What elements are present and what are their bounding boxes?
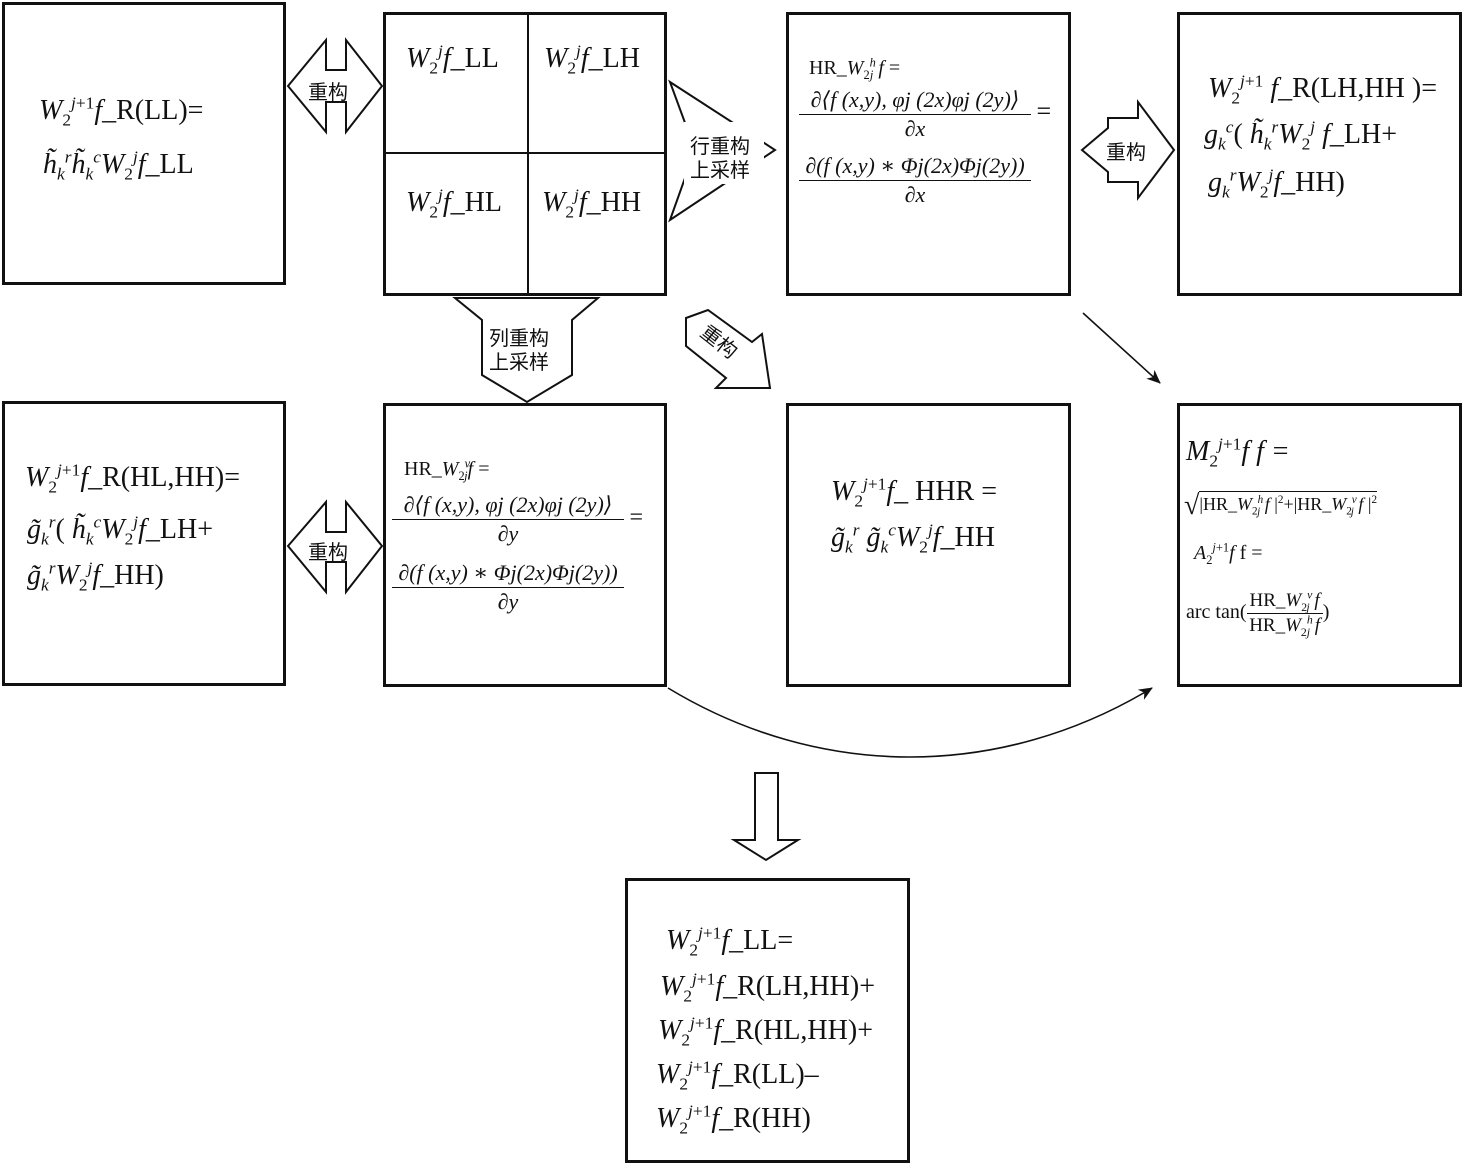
double-arrow-reconstruct-hlhh — [286, 499, 384, 595]
hhr-line2: g̃kr g̃kcW2jf_HH — [831, 520, 995, 557]
down-arrow-final — [730, 772, 802, 862]
angle-line: A2j+1f f = — [1194, 540, 1263, 567]
hr-h-fraction-bottom: ∂(f (x,y) ∗ Φj(2x)Φj(2y))∂x — [799, 153, 1031, 208]
hr-h-fraction-top: ∂⟨f (x,y), φj (2x)φj (2y)⟩∂x = — [799, 87, 1051, 142]
final-line3: W2j+1f_R(HL,HH)+ — [658, 1013, 873, 1050]
r-lhhh-line3: gkrW2jf_HH) — [1208, 165, 1345, 202]
connector-to-magnitude — [1082, 312, 1161, 384]
arrow-label-column-upsample: 上采样 — [489, 350, 549, 374]
arrow-label-reconstruct-hlhh: 重构 — [308, 540, 348, 564]
r-hlhh-line3: g̃krW2jf_HH) — [27, 558, 164, 595]
arrow-label-column-reconstruct: 列重构 — [489, 326, 549, 350]
hhr-line1: W2j+1f_ HHR = — [831, 474, 998, 511]
final-line2: W2j+1f_R(LH,HH)+ — [660, 969, 875, 1006]
double-arrow-reconstruct-lhhh — [1080, 99, 1176, 201]
hr-v-fraction-bottom: ∂(f (x,y) ∗ Φj(2x)Φj(2y))∂y — [392, 560, 624, 615]
chevron-row-reconstruct — [668, 79, 777, 223]
magnitude-angle-box: M2j+1f f = √|HR_W2hj f |2+|HR_W2vj f |2 … — [1177, 403, 1462, 687]
magnitude-line: M2j+1f f = — [1186, 434, 1290, 471]
reconstruct-lhhh-box: W2j+1 f_R(LH,HH )= gkc( h̃krW2j f_LH+ gk… — [1177, 12, 1462, 296]
quadrant-ll: W2jf_LL — [406, 41, 499, 78]
horizontal-gradient-box: HR_W2hj f = ∂⟨f (x,y), φj (2x)φj (2y)⟩∂x… — [786, 12, 1071, 296]
r-hlhh-line2: g̃kr( h̃kcW2jf_LH+ — [27, 512, 213, 549]
subband-quadrant-box: W2jf_LL W2jf_LH W2jf_HL W2jf_HH — [383, 12, 667, 296]
hr-v-fraction-top: ∂⟨f (x,y), φj (2x)φj (2y)⟩∂y = — [392, 492, 643, 547]
final-line5: W2j+1f_R(HH) — [656, 1101, 811, 1138]
hr-h-title: HR_W2hj f = — [809, 55, 901, 82]
final-ll-box: W2j+1f_LL= W2j+1f_R(LH,HH)+ W2j+1f_R(HL,… — [625, 878, 910, 1163]
arrow-label-reconstruct-ll: 重构 — [308, 80, 348, 104]
curved-connector-to-magnitude — [667, 687, 1153, 758]
arrow-label-row-reconstruct: 行重构 — [690, 134, 750, 158]
diagonal-arrow-reconstruct-hh — [685, 308, 772, 389]
final-line4: W2j+1f_R(LL)– — [656, 1057, 819, 1094]
quadrant-hl: W2jf_HL — [406, 185, 502, 222]
r-lhhh-line1: W2j+1 f_R(LH,HH )= — [1208, 71, 1437, 108]
r-lhhh-line2: gkc( h̃krW2j f_LH+ — [1204, 117, 1397, 154]
r-ll-formula: W2j+1f_R(LL)= — [39, 93, 204, 130]
double-arrow-reconstruct-ll — [286, 37, 384, 135]
final-line1: W2j+1f_LL= — [666, 923, 794, 960]
arrow-label-row-upsample: 上采样 — [690, 158, 750, 182]
quadrant-lh: W2jf_LH — [544, 41, 640, 78]
vertical-gradient-box: HR_W2vjf = ∂⟨f (x,y), φj (2x)φj (2y)⟩∂y … — [383, 403, 667, 687]
quadrant-hh: W2jf_HH — [542, 185, 642, 222]
r-ll-formula-rhs: h̃krh̃kcW2jf_LL — [43, 147, 194, 184]
quadrant-divider-h — [386, 152, 664, 154]
reconstruct-ll-box: W2j+1f_R(LL)= h̃krh̃kcW2jf_LL — [2, 2, 286, 285]
quadrant-divider-v — [527, 15, 529, 293]
arrow-label-reconstruct-lhhh: 重构 — [1106, 140, 1146, 164]
magnitude-sqrt: √|HR_W2hj f |2+|HR_W2vj f |2 — [1184, 490, 1378, 521]
r-hlhh-line1: W2j+1f_R(HL,HH)= — [25, 460, 240, 497]
down-arrow-column-reconstruct — [452, 297, 601, 404]
hh-reconstruct-box: W2j+1f_ HHR = g̃kr g̃kcW2jf_HH — [786, 403, 1071, 687]
hr-v-title: HR_W2vjf = — [404, 456, 490, 483]
reconstruct-hlhh-box: W2j+1f_R(HL,HH)= g̃kr( h̃kcW2jf_LH+ g̃kr… — [2, 401, 286, 686]
